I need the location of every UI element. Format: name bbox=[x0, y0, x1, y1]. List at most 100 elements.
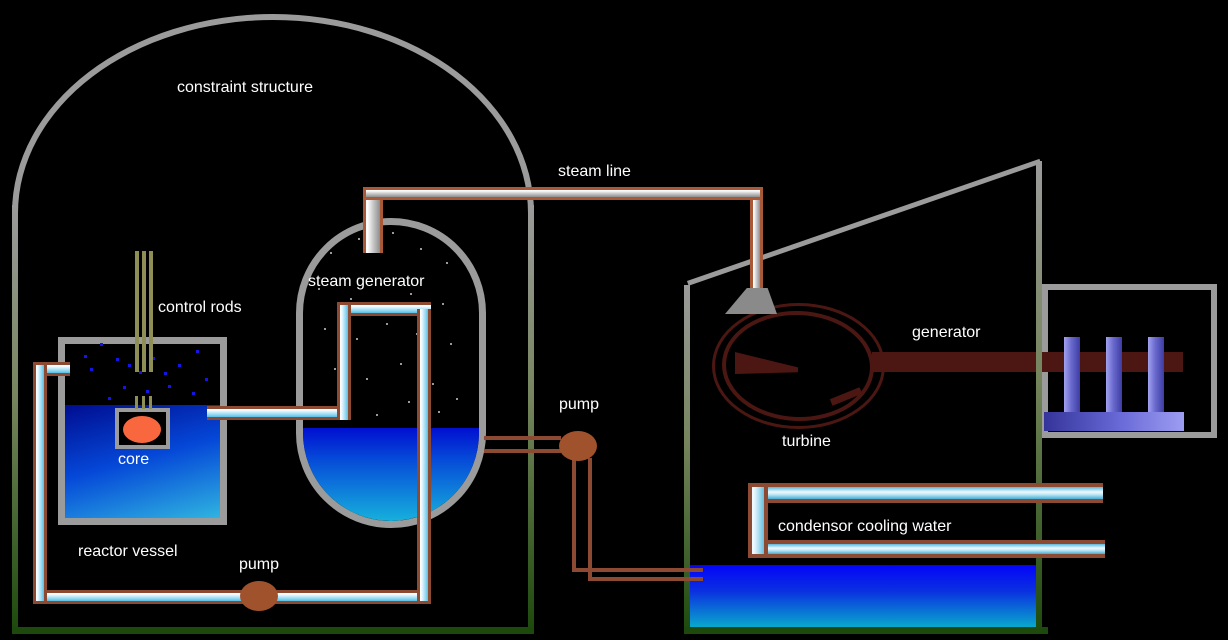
containment-dome-clip bbox=[12, 14, 534, 214]
sg-steam-outlet-pipe bbox=[363, 190, 383, 253]
turbine-hall-roof bbox=[687, 158, 1042, 286]
reactor-vessel bbox=[58, 337, 227, 525]
bubble-dot bbox=[84, 355, 87, 358]
label-secondary-pump: pump bbox=[559, 396, 600, 413]
bubble-dot bbox=[90, 368, 93, 371]
feedwater-line bbox=[484, 449, 561, 453]
steam-speck bbox=[366, 378, 368, 380]
label-condensor-cooling-water: condensor cooling water bbox=[778, 518, 952, 535]
control-rod bbox=[149, 251, 153, 372]
pipe-corner bbox=[417, 302, 431, 305]
bubble-dot bbox=[100, 343, 103, 346]
steam-speck bbox=[356, 338, 358, 340]
bubble-dot bbox=[205, 378, 208, 381]
label-generator: generator bbox=[912, 324, 981, 341]
sg-downleg-pipe bbox=[417, 309, 431, 604]
pipe-corner bbox=[337, 302, 351, 305]
steam-speck bbox=[376, 414, 378, 416]
primary-pump bbox=[240, 581, 278, 611]
steam-speck bbox=[432, 383, 434, 385]
steam-speck bbox=[450, 343, 452, 345]
steam-speck bbox=[420, 248, 422, 250]
steam-generator bbox=[296, 218, 486, 528]
sg-riser-pipe bbox=[337, 302, 351, 420]
containment-wall-right bbox=[528, 205, 534, 630]
steam-speck bbox=[334, 368, 336, 370]
containment-dome-arc bbox=[12, 14, 534, 214]
bubble-dot bbox=[164, 372, 167, 375]
control-rod-tip bbox=[135, 396, 138, 409]
label-primary-pump: pump bbox=[239, 556, 280, 573]
containment-wall-left bbox=[12, 205, 18, 630]
generator-coil bbox=[1064, 337, 1080, 415]
steam-speck bbox=[386, 323, 388, 325]
condensate-line bbox=[588, 577, 703, 581]
condensate-line bbox=[572, 568, 703, 572]
condenser-pool bbox=[690, 565, 1036, 627]
label-turbine: turbine bbox=[782, 433, 831, 450]
bubble-dot bbox=[146, 390, 149, 393]
steam-speck bbox=[456, 398, 458, 400]
bubble-dot bbox=[168, 385, 171, 388]
label-constraint-structure: constraint structure bbox=[177, 79, 314, 96]
bubble-dot bbox=[196, 350, 199, 353]
generator-coil bbox=[1148, 337, 1164, 415]
control-rod bbox=[142, 251, 146, 372]
turbine-hall-wall-right bbox=[1036, 161, 1042, 634]
bubble-dot bbox=[128, 364, 131, 367]
bubble-dot bbox=[192, 392, 195, 395]
steam-generator-water bbox=[303, 428, 479, 521]
feedwater-line bbox=[484, 436, 561, 440]
pipe-corner bbox=[417, 601, 431, 604]
steam-speck bbox=[442, 303, 444, 305]
steam-speck bbox=[330, 252, 332, 254]
control-rod-tip bbox=[142, 396, 145, 409]
steam-speck bbox=[392, 232, 394, 234]
primary-bottom-pipe bbox=[33, 590, 431, 604]
turbine-hall-wall-left bbox=[684, 285, 690, 631]
secondary-pump bbox=[559, 431, 597, 461]
bubble-dot bbox=[123, 386, 126, 389]
bubble-dot bbox=[116, 358, 119, 361]
pipe-corner bbox=[748, 554, 768, 558]
control-rod-tip bbox=[149, 396, 152, 409]
generator-coil bbox=[1106, 337, 1122, 415]
generator-coil-base bbox=[1044, 412, 1184, 431]
bubble-dot bbox=[178, 364, 181, 367]
steam-line-pipe bbox=[363, 187, 763, 200]
steam-nozzle-funnel bbox=[725, 288, 777, 314]
steam-downpipe bbox=[750, 190, 763, 288]
control-rod bbox=[135, 251, 139, 372]
pipe-corner bbox=[363, 187, 366, 200]
primary-left-downcomer bbox=[33, 362, 47, 604]
sg-top-pipe bbox=[337, 302, 431, 316]
steam-speck bbox=[438, 411, 440, 413]
cooling-water-pipe-bend bbox=[748, 483, 768, 558]
pipe-corner bbox=[760, 187, 763, 200]
generator-shaft bbox=[872, 352, 1183, 372]
hot-leg-pipe bbox=[207, 406, 351, 420]
pipe-corner bbox=[33, 601, 47, 604]
steam-speck bbox=[380, 283, 382, 285]
cooling-water-pipe-bottom bbox=[748, 540, 1105, 558]
label-control-rods: control rods bbox=[158, 299, 242, 316]
pipe-corner bbox=[748, 483, 768, 487]
steam-speck bbox=[358, 238, 360, 240]
cooling-water-pipe-top bbox=[748, 483, 1103, 503]
pipe-corner bbox=[33, 362, 47, 365]
containment-floor bbox=[12, 627, 534, 634]
label-steam-generator: steam generator bbox=[308, 273, 425, 290]
steam-speck bbox=[400, 363, 402, 365]
core bbox=[123, 416, 161, 443]
steam-speck bbox=[446, 262, 448, 264]
steam-speck bbox=[408, 401, 410, 403]
steam-speck bbox=[350, 298, 352, 300]
label-core: core bbox=[118, 451, 150, 468]
bubble-dot bbox=[139, 371, 142, 374]
steam-speck bbox=[324, 328, 326, 330]
label-reactor-vessel: reactor vessel bbox=[78, 543, 178, 560]
steam-speck bbox=[318, 288, 320, 290]
bubble-dot bbox=[152, 357, 155, 360]
condensate-line bbox=[572, 458, 576, 572]
